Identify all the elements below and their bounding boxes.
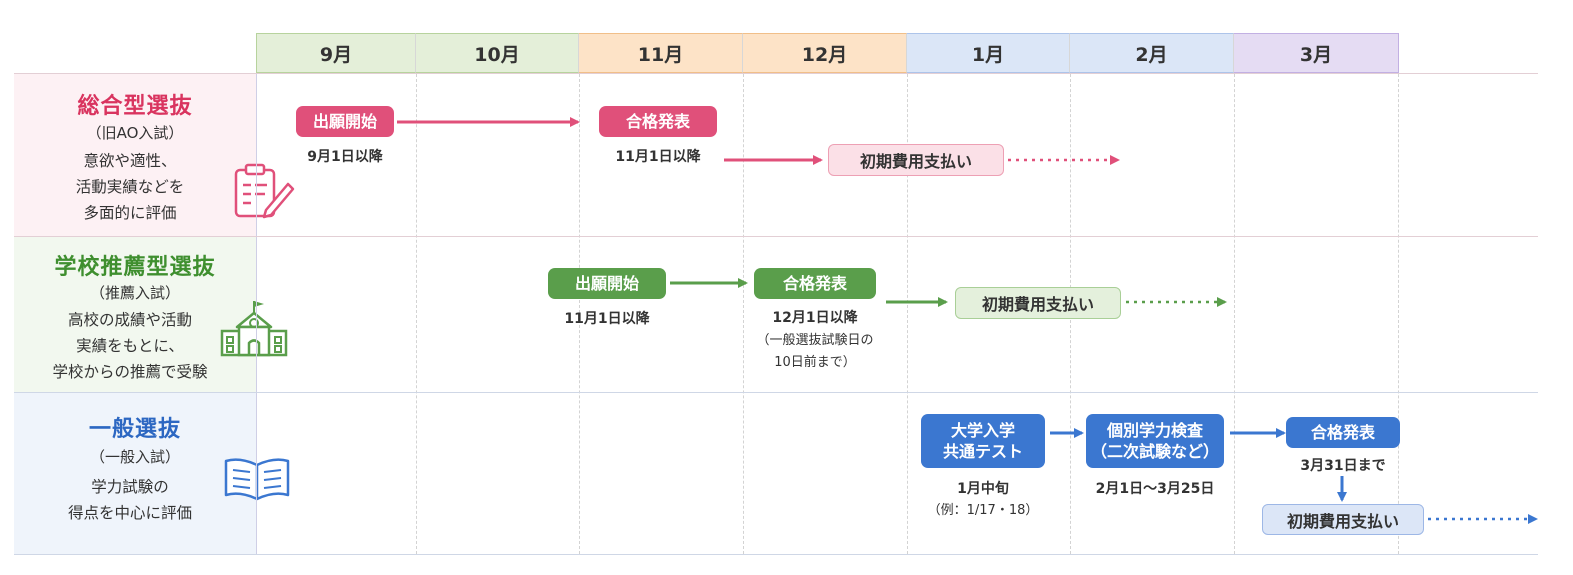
ippan-desc: 学力試験の 得点を中心に評価 [67,478,192,522]
month-mar: 3月 [1234,33,1399,73]
ippan-step-result: 合格発表 [1286,417,1400,448]
ippan-step-common-test-note: 1月中旬 [957,481,1009,497]
suisen-step-result-note: 12月1日以降 [772,310,858,326]
ippan-step-common-test: 大学入学 共通テスト [921,414,1045,468]
ippan-step-common-test-subnote: （例：1/17・18） [927,503,1039,518]
row-divider [14,236,1538,237]
sogo-title: 総合型選抜 [77,94,193,119]
clipboard-icon [234,163,295,219]
month-oct: 10月 [416,33,579,73]
ippan-step-payment: 初期費用支払い [1262,504,1424,535]
month-dec: 12月 [743,33,907,73]
suisen-sub: （推薦入試） [89,284,180,302]
row-divider [14,73,1538,74]
row-divider [14,554,1538,555]
suisen-step-payment: 初期費用支払い [955,287,1121,319]
sogo-step-payment: 初期費用支払い [828,144,1004,176]
row-sogo-panel: 総合型選抜 （旧AO入試） 意欲や適性、 活動実績などを 多面的に評価 [14,74,295,236]
grid-line [416,74,417,554]
grid-line [256,74,257,554]
sogo-desc: 意欲や適性、 活動実績などを 多面的に評価 [75,152,185,222]
sogo-sub: （旧AO入試） [86,124,184,142]
month-feb: 2月 [1070,33,1234,73]
row-ippan-panel: 一般選抜 （一般入試） 学力試験の 得点を中心に評価 [14,393,290,554]
suisen-step-application: 出願開始 [548,268,666,299]
open-book-icon [224,458,290,501]
month-jan: 1月 [907,33,1070,73]
grid-line [907,74,908,554]
ippan-step-result-note: 3月31日まで [1300,458,1386,474]
sogo-step-application: 出願開始 [296,106,394,137]
ippan-step-individual-exam: 個別学力検査 （二次試験など） [1086,414,1224,468]
suisen-step-result-subnote: （一般選抜試験日の 10日前まで） [756,333,874,370]
month-sep: 9月 [256,33,416,73]
school-icon [220,301,288,357]
grid-line [579,74,580,554]
row-divider [14,392,1538,393]
ippan-title: 一般選抜 [88,417,181,442]
suisen-title: 学校推薦型選抜 [54,255,216,280]
row-suisen-panel: 学校推薦型選抜 （推薦入試） 高校の成績や活動 実績をもとに、 学校からの推薦で… [14,237,288,392]
sogo-step-application-note: 9月1日以降 [307,149,383,165]
suisen-step-application-note: 11月1日以降 [564,311,650,327]
grid-line [1234,74,1235,554]
suisen-step-result: 合格発表 [754,268,876,299]
ippan-sub: （一般入試） [89,448,180,466]
sogo-step-result: 合格発表 [599,106,717,137]
grid-line [743,74,744,554]
sogo-step-result-note: 11月1日以降 [615,149,701,165]
month-nov: 11月 [579,33,743,73]
suisen-desc: 高校の成績や活動 実績をもとに、 学校からの推薦で受験 [52,311,208,381]
grid-line [1398,74,1399,554]
ippan-step-individual-exam-note: 2月1日〜3月25日 [1095,481,1215,497]
